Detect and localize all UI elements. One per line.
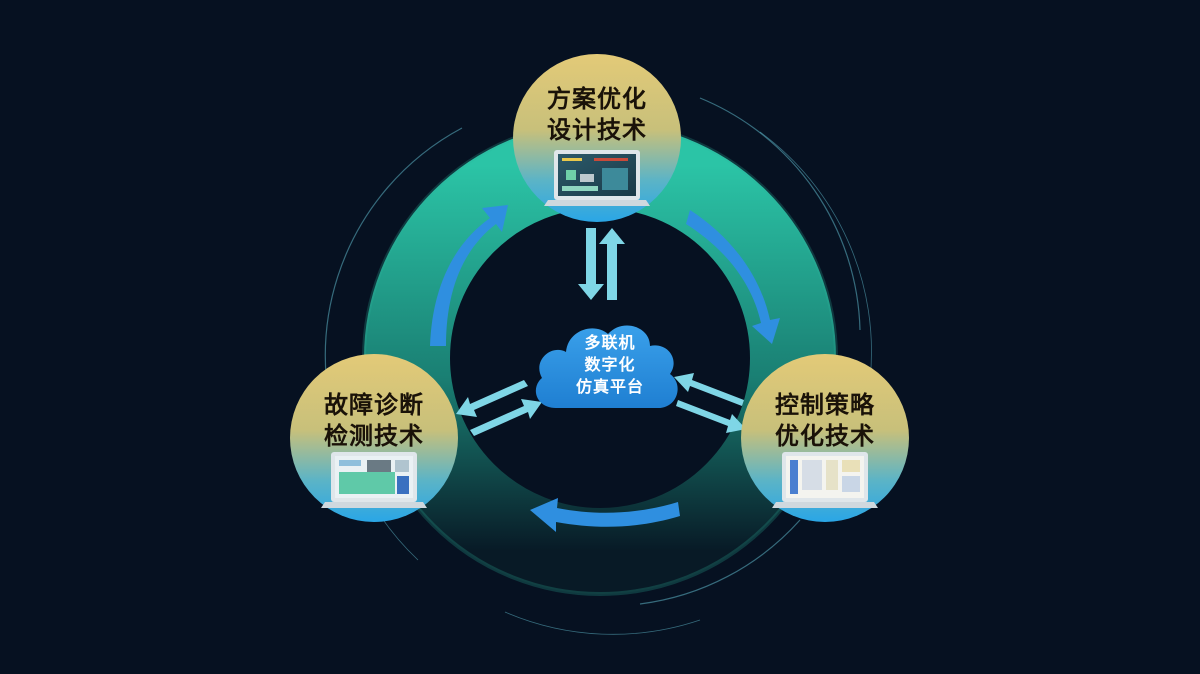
cycle-arrow-top-to-right [686, 210, 780, 344]
arrow-down-to-center [578, 228, 604, 300]
arrow-center-to-left [456, 380, 528, 417]
orbit-arc [699, 97, 861, 331]
orbit-arc [759, 131, 872, 381]
cloud-icon [535, 325, 678, 408]
node-right [741, 354, 909, 522]
cycle-arrows [430, 205, 780, 532]
cycle-arrow-left-to-top [430, 205, 508, 346]
laptop-icon [544, 150, 650, 206]
exchange-arrows [456, 228, 746, 436]
cycle-arrow-right-to-left [530, 498, 680, 532]
laptop-icon [321, 452, 427, 508]
laptop-icon [772, 452, 878, 508]
center-cloud [535, 325, 678, 408]
orbit-arc [504, 611, 701, 635]
arrow-up-to-top [599, 228, 625, 300]
arrow-left-to-center [470, 399, 542, 436]
node-left [290, 354, 458, 522]
orbit-lines [324, 97, 872, 635]
arrow-right-to-center [674, 373, 744, 406]
arrow-center-to-right [676, 400, 746, 433]
node-top [513, 54, 681, 222]
orbit-arc [639, 519, 801, 605]
